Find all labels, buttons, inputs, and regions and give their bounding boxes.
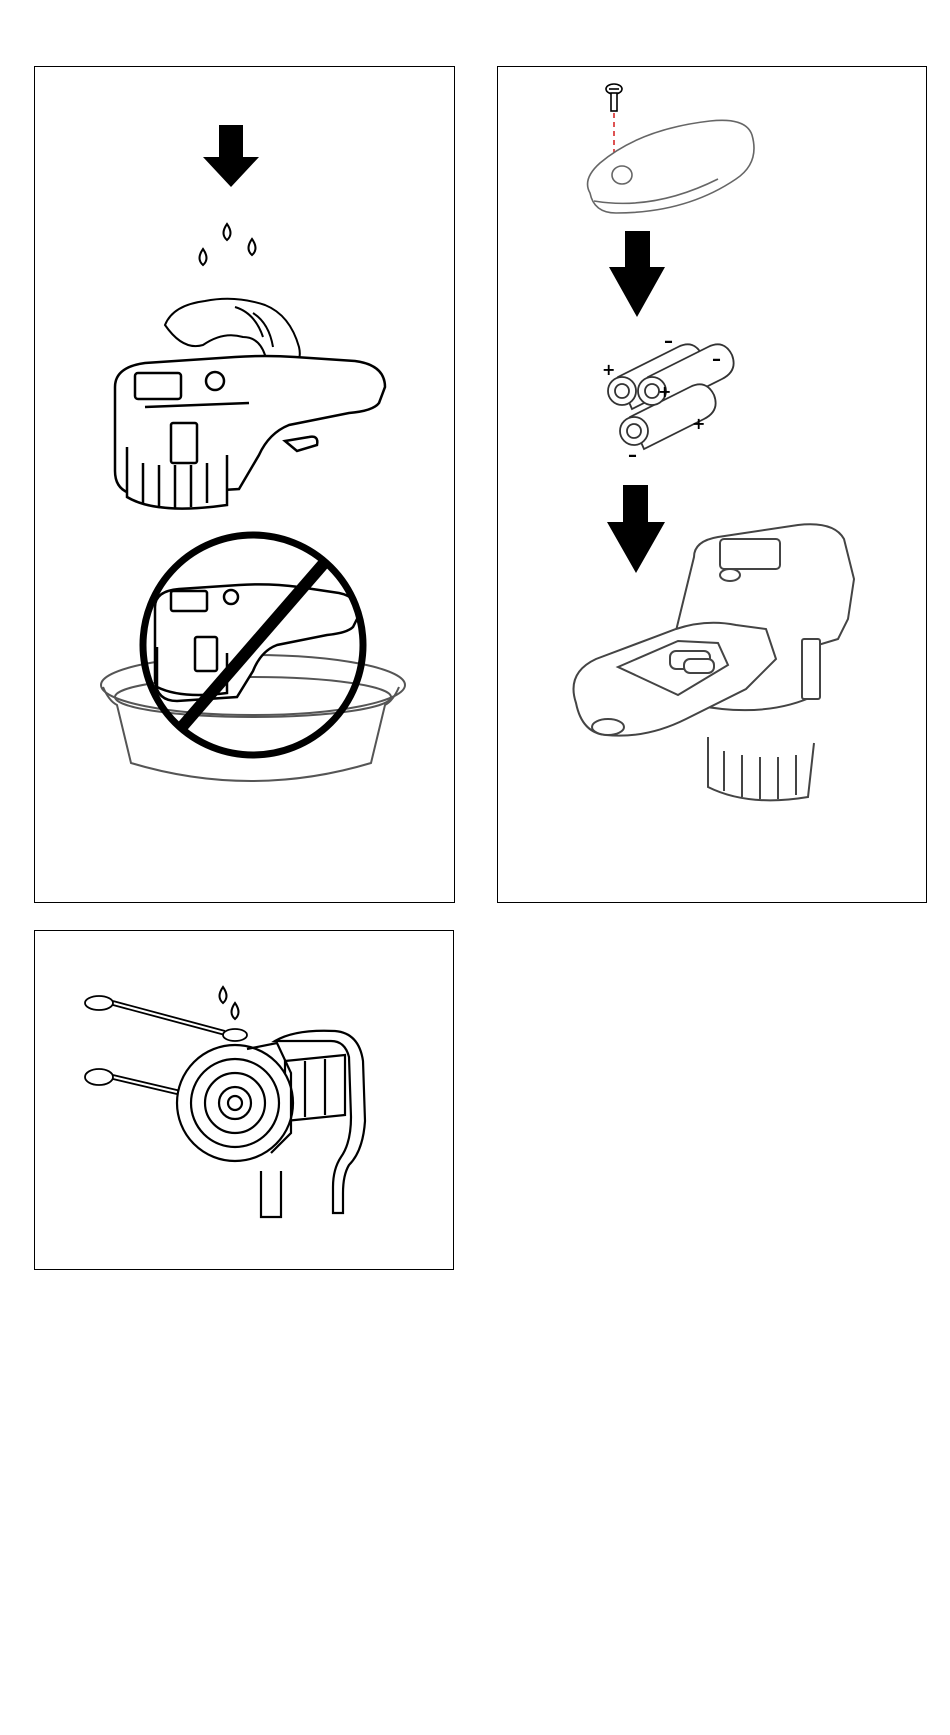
device-icon (115, 356, 385, 509)
cleaning-illustration (35, 67, 456, 904)
lens-cleaning-panel (34, 930, 454, 1270)
cleaning-instructions-panel (34, 66, 455, 903)
down-arrow-icon (609, 231, 665, 317)
water-drops-icon (200, 224, 256, 265)
battery-minus-sign: – (664, 331, 673, 352)
battery-cover-icon (588, 120, 754, 213)
battery-plus-sign: + (658, 382, 671, 401)
device-probe-icon (177, 1031, 365, 1217)
battery-illustration: + – – + + – (498, 67, 928, 904)
swab-illustration (35, 931, 455, 1271)
battery-replacement-panel: + – – + + – (497, 66, 927, 903)
battery-minus-sign: – (628, 445, 637, 466)
battery-plus-sign: + (602, 360, 615, 379)
down-arrow-icon (607, 485, 665, 573)
battery-plus-sign: + (692, 414, 705, 433)
down-arrow-icon (203, 125, 259, 187)
device-open-compartment-icon (574, 524, 855, 800)
screw-icon (606, 84, 622, 111)
battery-minus-sign: – (712, 349, 721, 370)
water-drops-icon (220, 987, 239, 1019)
